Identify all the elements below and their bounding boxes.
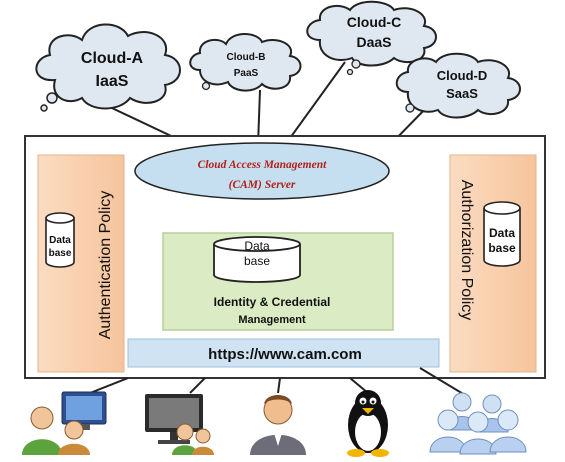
cloud-b-label-1: Cloud-B <box>227 52 266 63</box>
authentication-db-label-2: base <box>49 248 72 259</box>
authentication-policy-label: Authentication Policy <box>97 191 114 340</box>
connector-user-2 <box>189 377 206 394</box>
cloud-c-label-2: DaaS <box>356 34 391 50</box>
authorization-db-label-1: Data <box>489 226 515 240</box>
connector-cloud-c <box>284 61 346 146</box>
identity-database-icon <box>213 236 301 283</box>
cam-server-label-2: (CAM) Server <box>229 179 296 191</box>
cloud-a-label-2: IaaS <box>96 73 129 90</box>
connector-user-3 <box>277 377 281 394</box>
authentication-database-icon <box>45 212 75 268</box>
connector-user-5 <box>419 367 466 396</box>
authorization-database-icon <box>483 201 521 267</box>
cloud-a: Cloud-A IaaS <box>35 23 181 112</box>
identity-management-label-1: Identity & Credential <box>214 295 331 309</box>
url-text: https://www.cam.com <box>208 346 362 363</box>
cloud-d-label-2: SaaS <box>446 86 478 101</box>
cloud-c-label-1: Cloud-C <box>347 14 401 30</box>
identity-management-label-2: Management <box>238 314 306 326</box>
identity-db-label-1: Data <box>244 239 270 253</box>
user-group-icon <box>429 392 527 455</box>
url-bar[interactable]: https://www.cam.com <box>127 338 440 368</box>
authentication-policy-panel: Data base Authentication Policy <box>37 154 125 373</box>
cloud-d: Cloud-D SaaS <box>395 52 521 119</box>
cloud-c: Cloud-C DaaS <box>306 0 437 76</box>
cloud-b: Cloud-B PaaS <box>189 33 302 92</box>
identity-db-label-2: base <box>244 254 270 268</box>
authentication-db-label-1: Data <box>49 235 71 246</box>
authorization-policy-label: Authorization Policy <box>458 180 475 321</box>
authorization-db-label-2: base <box>488 241 516 255</box>
authorization-policy-panel: Data base Authorization Policy <box>449 154 537 373</box>
single-user-icon <box>250 395 306 455</box>
desktop-user-icon <box>22 391 107 455</box>
workstation-user-icon <box>145 394 214 455</box>
cloud-a-label-1: Cloud-A <box>81 50 144 67</box>
cam-server: Cloud Access Management (CAM) Server <box>134 142 390 200</box>
linux-penguin-icon <box>347 390 389 457</box>
cloud-b-label-2: PaaS <box>234 68 259 79</box>
cloud-d-label-1: Cloud-D <box>437 68 488 83</box>
cam-server-label-1: Cloud Access Management <box>198 159 327 171</box>
identity-management-panel: Data base Identity & Credential Manageme… <box>162 232 394 331</box>
